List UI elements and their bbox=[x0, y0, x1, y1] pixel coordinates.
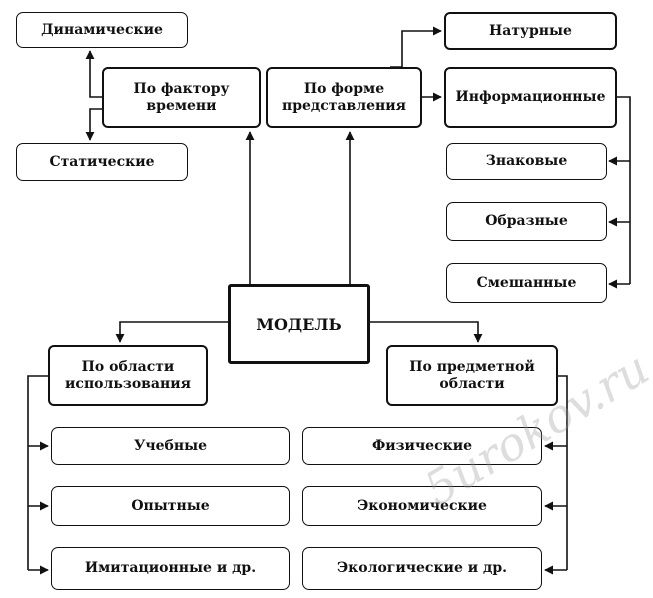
node-experimental: Опытные bbox=[51, 486, 290, 526]
node-model-label: МОДЕЛЬ bbox=[256, 314, 342, 334]
node-economic-label: Экономические bbox=[357, 497, 487, 514]
node-physical-label: Физические bbox=[371, 437, 473, 454]
node-sign: Знаковые bbox=[446, 143, 607, 180]
node-representation-label: По форме представления bbox=[281, 80, 407, 114]
node-subject-area-label: По предметной области bbox=[409, 358, 535, 392]
node-usage-area-label: По области использования bbox=[65, 358, 191, 392]
node-physical: Физические bbox=[302, 427, 542, 465]
node-ecological-label: Экологические и др. bbox=[337, 560, 507, 576]
node-model: МОДЕЛЬ bbox=[228, 284, 370, 364]
node-natural-label: Натурные bbox=[489, 22, 572, 39]
node-experimental-label: Опытные bbox=[131, 497, 210, 514]
node-time-factor-label: По фактору времени bbox=[133, 80, 230, 114]
node-educational-label: Учебные bbox=[133, 437, 208, 454]
node-usage-area: По области использования bbox=[48, 345, 208, 406]
node-static-label: Статические bbox=[49, 153, 155, 170]
node-figurative-label: Образные bbox=[485, 213, 568, 229]
node-educational: Учебные bbox=[51, 427, 290, 465]
node-simulation: Имитационные и др. bbox=[51, 547, 290, 590]
node-ecological: Экологические и др. bbox=[302, 547, 542, 590]
node-static: Статические bbox=[16, 143, 188, 181]
node-dynamic: Динамические bbox=[16, 12, 188, 48]
node-simulation-label: Имитационные и др. bbox=[84, 560, 257, 576]
node-dynamic-label: Динамические bbox=[41, 21, 163, 38]
node-representation: По форме представления bbox=[266, 67, 422, 128]
node-time-factor: По фактору времени bbox=[102, 67, 261, 128]
node-natural: Натурные bbox=[444, 12, 617, 50]
node-subject-area: По предметной области bbox=[386, 345, 558, 406]
node-sign-label: Знаковые bbox=[485, 153, 568, 169]
node-informational-label: Информационные bbox=[455, 89, 606, 105]
node-mixed-label: Смешанные bbox=[476, 274, 577, 291]
node-economic: Экономические bbox=[302, 486, 542, 526]
node-figurative: Образные bbox=[446, 202, 607, 241]
node-mixed: Смешанные bbox=[446, 263, 607, 303]
node-informational: Информационные bbox=[444, 67, 617, 128]
